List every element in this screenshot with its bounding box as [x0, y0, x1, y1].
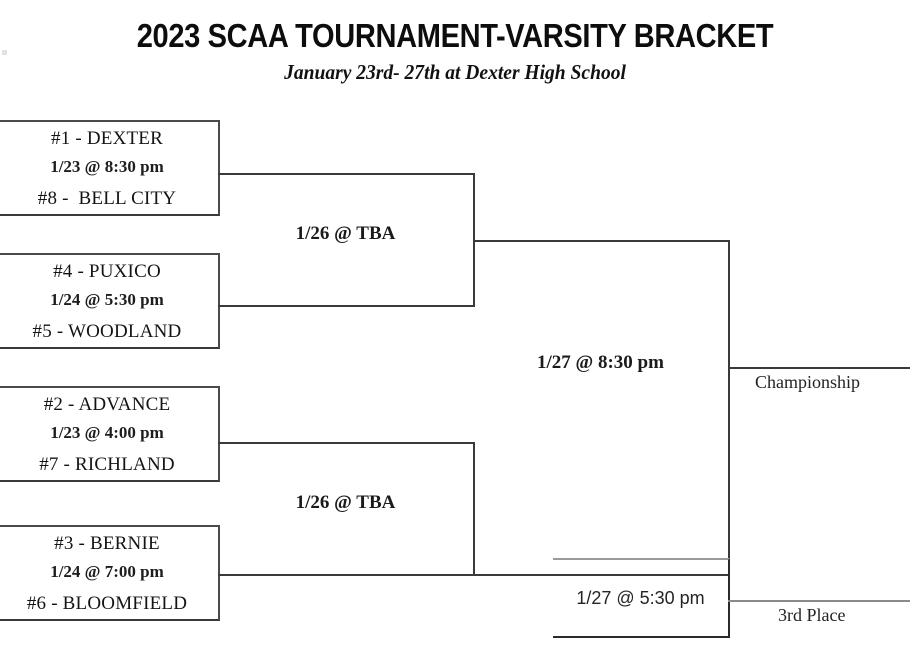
game-box-4[interactable]: #3 - BERNIE 1/24 @ 7:00 pm #6 - BLOOMFIE…: [0, 525, 220, 621]
semifinal-lower-time: 1/26 @ TBA: [295, 492, 396, 513]
championship-label: Championship: [755, 372, 861, 392]
game-box-3[interactable]: #2 - ADVANCE 1/23 @ 4:00 pm #7 - RICHLAN…: [0, 386, 220, 482]
game-4-top-team: #3 - BERNIE: [54, 533, 160, 554]
game-4-bottom-team: #6 - BLOOMFIELD: [26, 593, 188, 614]
semifinal-lower-box[interactable]: 1/26 @ TBA: [218, 442, 475, 576]
game-3-top-team: #2 - ADVANCE: [43, 394, 171, 415]
third-place-line: [728, 600, 910, 602]
game-1-top-team: #1 - DEXTER: [51, 128, 163, 149]
game-3-bottom-team: #7 - RICHLAND: [39, 454, 175, 475]
semifinal-upper-time: 1/26 @ TBA: [295, 223, 396, 244]
championship-line: [728, 367, 910, 369]
third-place-label: 3rd Place: [778, 605, 846, 625]
game-2-bottom-team: #5 - WOODLAND: [32, 321, 182, 342]
game-3-time: 1/23 @ 4:00 pm: [50, 423, 164, 442]
game-1-time: 1/23 @ 8:30 pm: [50, 157, 164, 176]
game-box-2[interactable]: #4 - PUXICO 1/24 @ 5:30 pm #5 - WOODLAND: [0, 253, 220, 349]
final-time: 1/27 @ 8:30 pm: [537, 352, 664, 373]
game-2-top-team: #4 - PUXICO: [53, 261, 161, 282]
third-place-box[interactable]: 1/27 @ 5:30 pm: [553, 558, 730, 638]
game-2-time: 1/24 @ 5:30 pm: [50, 290, 164, 309]
game-4-time: 1/24 @ 7:00 pm: [50, 562, 164, 581]
semifinal-upper-box[interactable]: 1/26 @ TBA: [218, 173, 475, 307]
page-subtitle: January 23rd- 27th at Dexter High School: [284, 60, 626, 84]
third-place-time: 1/27 @ 5:30 pm: [576, 588, 705, 608]
game-1-bottom-team: #8 - BELL CITY: [37, 188, 177, 209]
page-title: 2023 SCAA TOURNAMENT-VARSITY BRACKET: [136, 17, 774, 54]
final-box[interactable]: 1/27 @ 8:30 pm: [473, 240, 730, 576]
scan-artifact: [2, 50, 7, 55]
game-box-1[interactable]: #1 - DEXTER 1/23 @ 8:30 pm #8 - BELL CIT…: [0, 120, 220, 216]
